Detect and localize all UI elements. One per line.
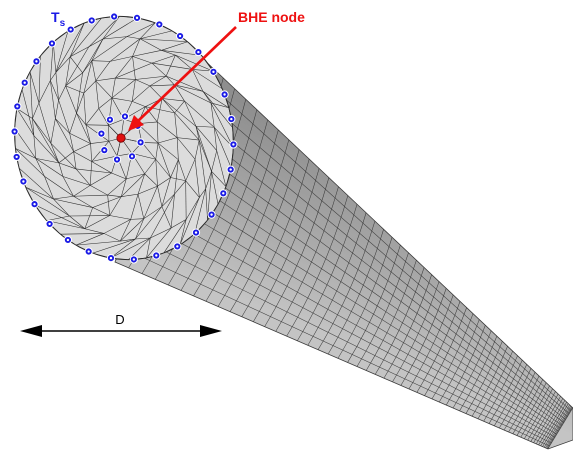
surface-temperature-label: Ts	[51, 9, 66, 29]
diameter-label: D	[115, 312, 124, 327]
diameter-arrowhead-left	[20, 325, 42, 337]
bhe-pointer-arrowhead	[128, 115, 144, 131]
diameter-arrowhead-right	[200, 325, 222, 337]
triangular-mesh	[14, 16, 234, 260]
bhe-node-label: BHE node	[238, 9, 305, 25]
bhe-pointer-arrow	[137, 26, 237, 122]
cylinder-mesh-lines	[120, 66, 573, 450]
boundary-nodes	[10, 12, 238, 264]
bhe-node-marker	[116, 133, 126, 143]
